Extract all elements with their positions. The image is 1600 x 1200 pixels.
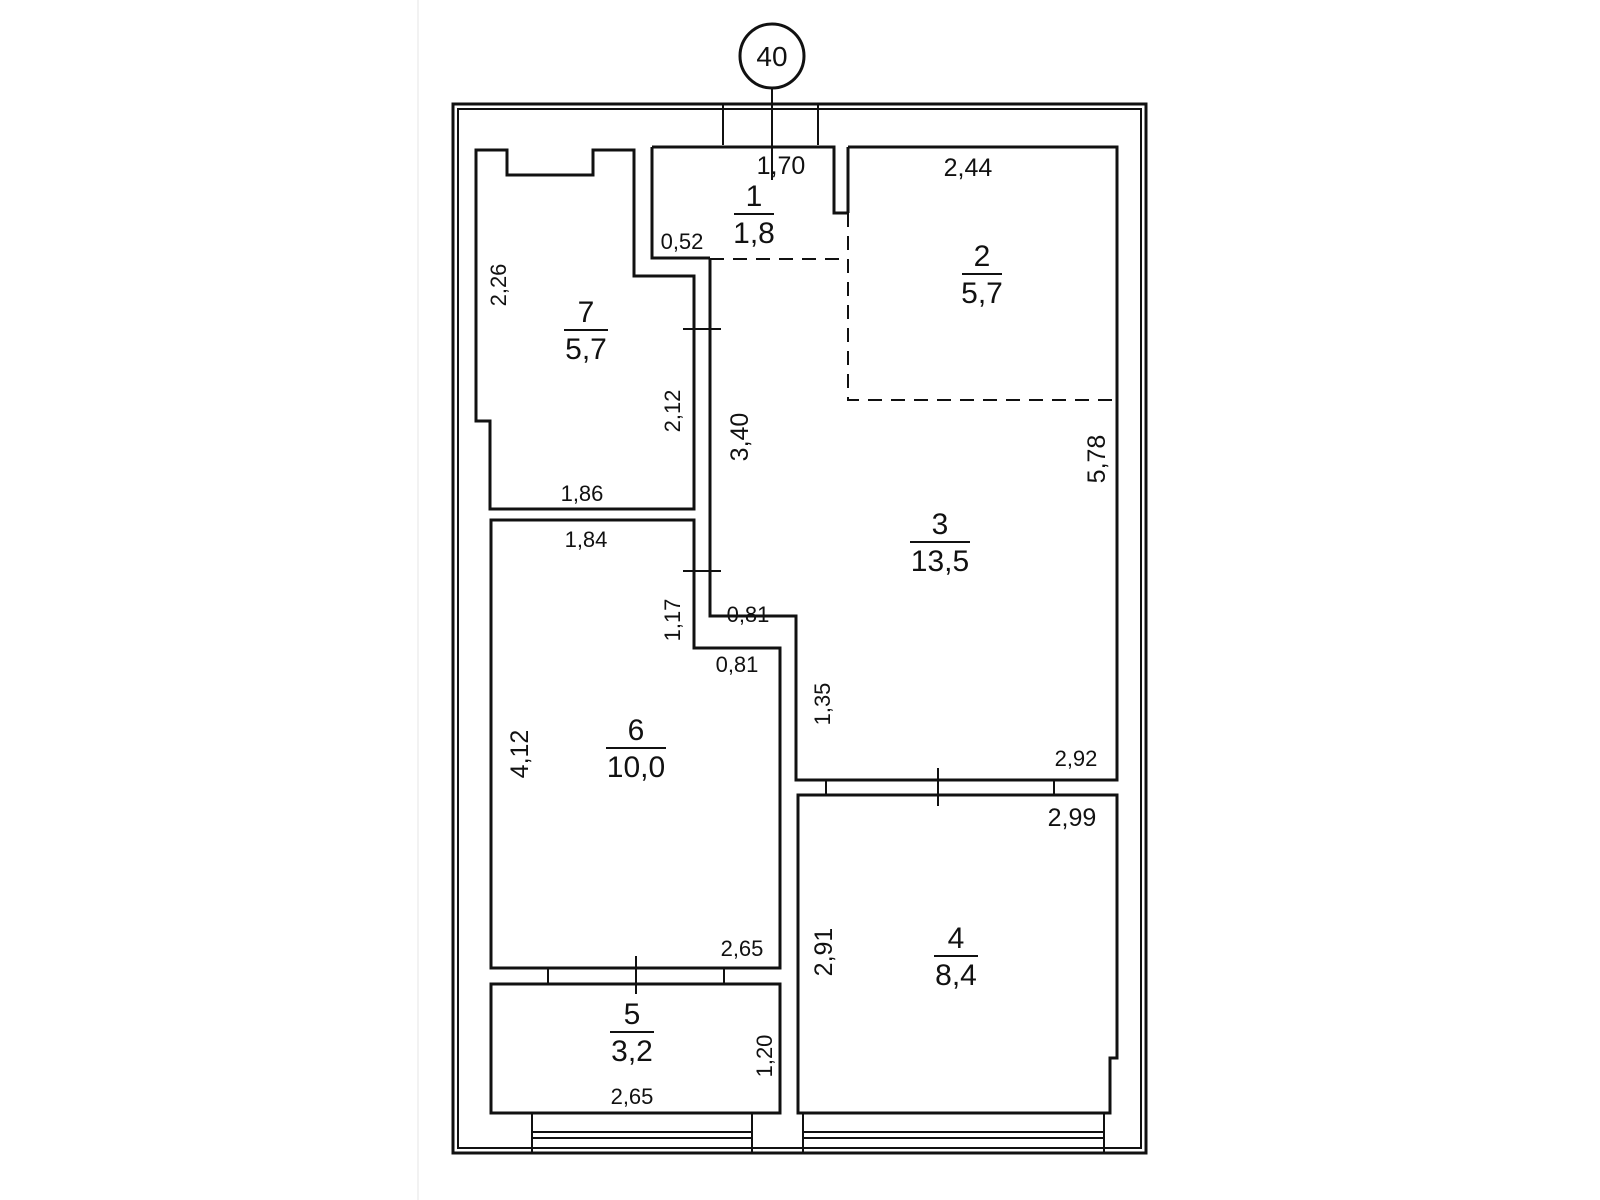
room-area: 8,4 [935, 959, 977, 992]
dim-room-3-corridor: 3,40 [726, 413, 754, 462]
room-number: 1 [746, 180, 763, 213]
room-area: 3,2 [611, 1035, 653, 1068]
window-room-5 [531, 1113, 753, 1152]
room-label-4: 4 8,4 [934, 922, 978, 992]
room-1-left-wall [650, 147, 710, 260]
room-number: 7 [578, 296, 595, 329]
room-4-outline [796, 793, 1119, 1115]
room-number: 4 [948, 922, 965, 955]
dim-room-7-width: 1,86 [561, 481, 604, 506]
dim-room-3-bottom: 2,92 [1055, 746, 1098, 771]
room-area: 5,7 [565, 333, 607, 366]
room-3-outline [708, 259, 1119, 782]
room-label-6: 6 10,0 [606, 714, 666, 784]
dim-room-6-height: 4,12 [506, 730, 534, 779]
dim-room-7-height: 2,26 [486, 264, 511, 307]
room-number: 6 [628, 714, 645, 747]
dim-room-6-step: 0,81 [716, 652, 759, 677]
room-number: 5 [624, 998, 641, 1031]
window-room-4 [802, 1113, 1105, 1152]
room-7-outline [474, 148, 696, 511]
dim-room-1-width: 1,70 [757, 152, 806, 180]
room-label-3: 3 13,5 [910, 508, 970, 578]
dim-room-1-side: 0,52 [661, 229, 704, 254]
room-area: 1,8 [733, 217, 775, 250]
dim-room-5-width: 2,65 [611, 1084, 654, 1109]
room-label-1: 1 1,8 [733, 180, 775, 250]
room-area: 10,0 [607, 751, 665, 784]
dim-room-2-width: 2,44 [944, 154, 993, 182]
room-label-2: 2 5,7 [961, 240, 1003, 310]
outer-wall-outer [451, 102, 1148, 1155]
dim-room-3-lower: 1,35 [810, 683, 835, 726]
room-6-outline [489, 518, 782, 970]
dim-room-4-top: 2,99 [1048, 804, 1097, 832]
dim-room-3-height: 5,78 [1083, 435, 1111, 484]
room-label-7: 7 5,7 [564, 296, 608, 366]
room-label-5: 5 3,2 [610, 998, 654, 1068]
room-2-outline [848, 145, 1119, 400]
room-number: 3 [932, 508, 949, 541]
dim-room-6-side: 1,17 [660, 599, 685, 642]
room-number: 2 [974, 240, 991, 273]
badge-number: 40 [756, 41, 787, 72]
dim-room-6-bottom: 2,65 [721, 936, 764, 961]
outer-walls [451, 102, 1148, 1155]
dim-room-4-height: 2,91 [810, 928, 838, 977]
room-area: 5,7 [961, 277, 1003, 310]
dim-room-5-height: 1,20 [752, 1035, 777, 1078]
room-2-dashed-boundary [847, 213, 1117, 401]
dim-room-6-top: 1,84 [565, 527, 608, 552]
outer-wall-inner [457, 108, 1142, 1149]
door-markers [547, 285, 1055, 994]
room-1-outline [652, 145, 847, 215]
room-area: 13,5 [911, 545, 969, 578]
dim-room-3-step: 0,81 [727, 602, 770, 627]
dim-room-7-side: 2,12 [660, 390, 685, 433]
